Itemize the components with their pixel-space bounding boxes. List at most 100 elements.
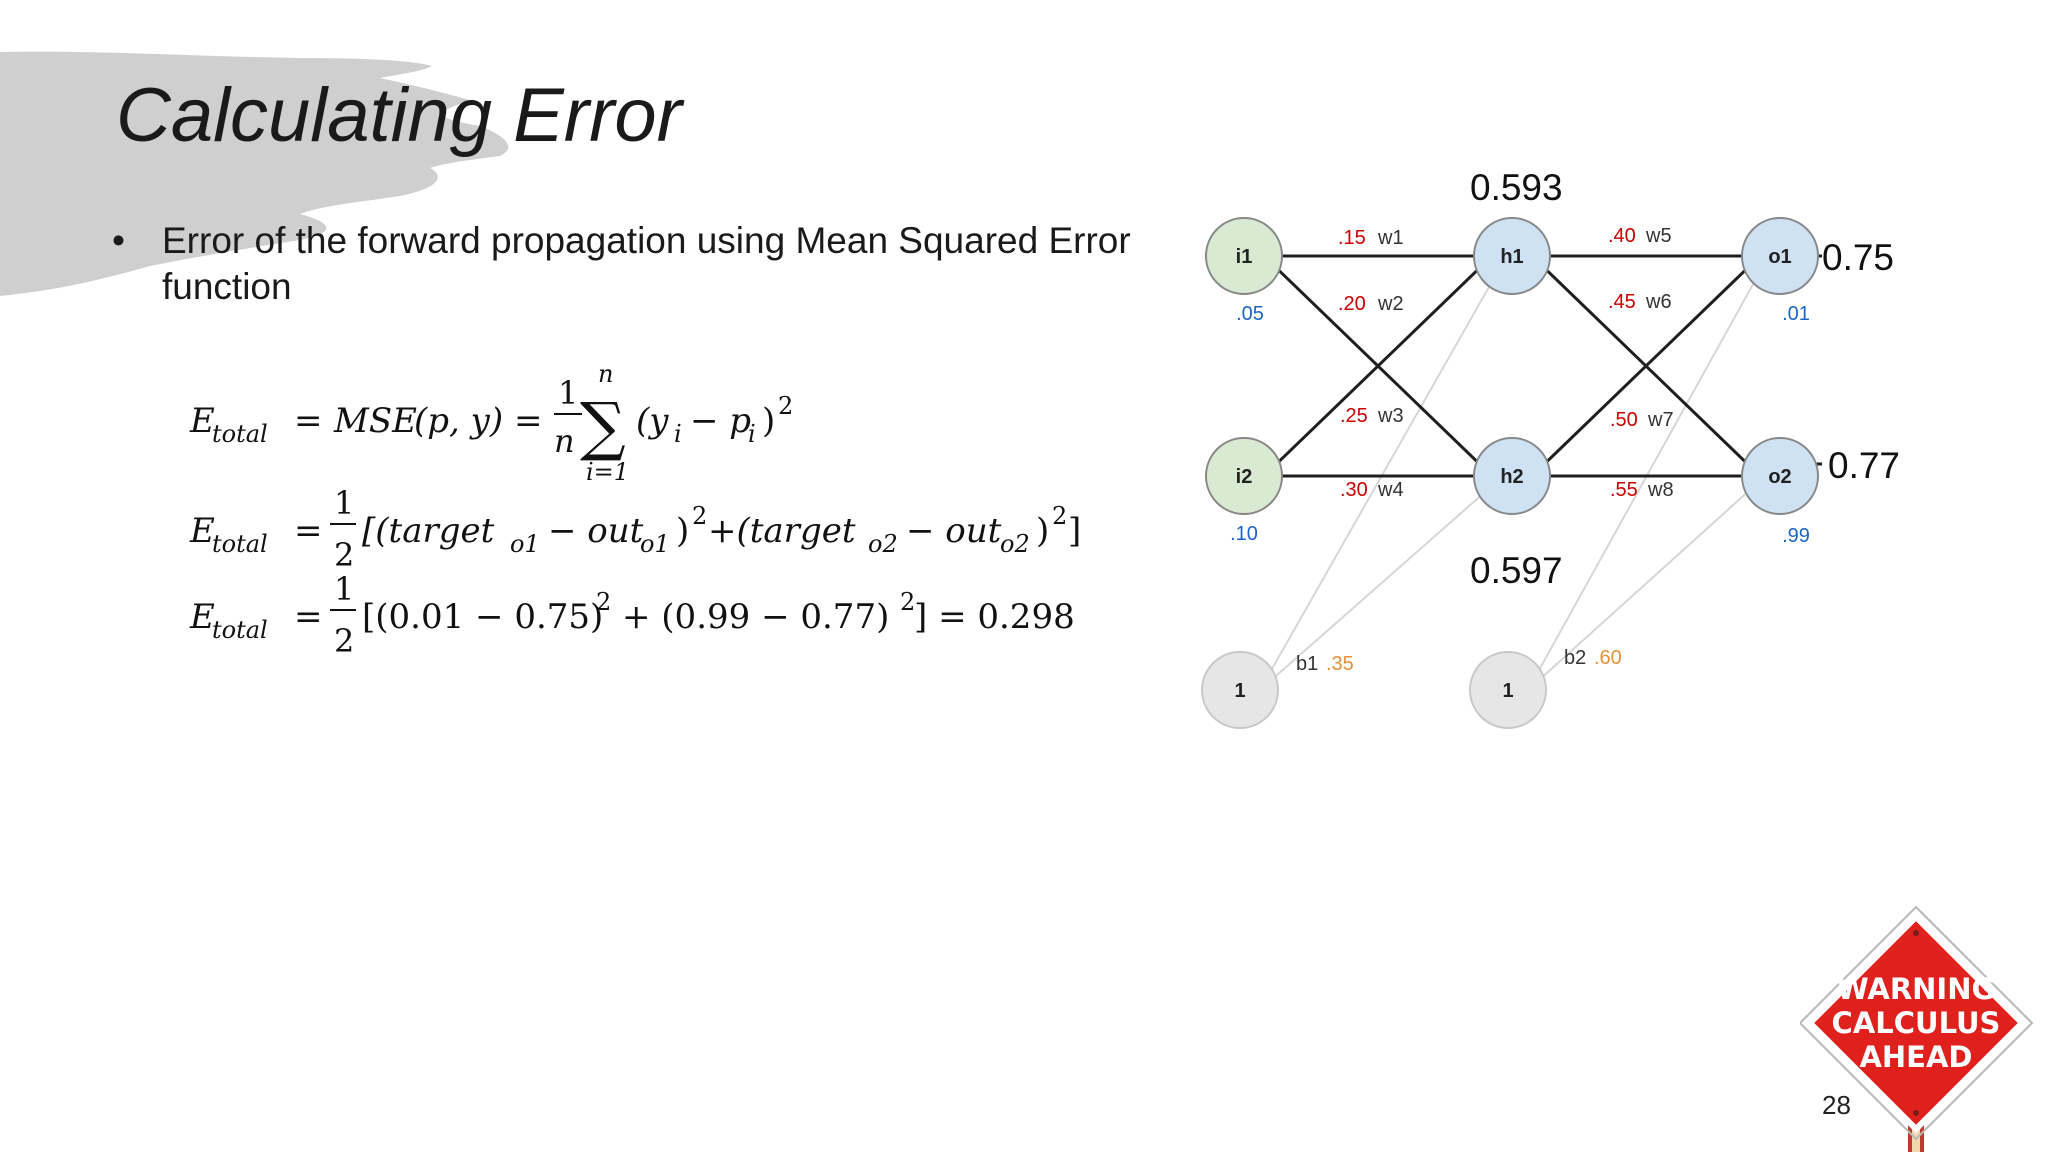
svg-text:w6: w6 (1645, 291, 1672, 313)
equation-mse-definition: E total = MSE (p, y) = 1 n n ∑ i=1 (y i … (189, 360, 793, 486)
target-value-o2: .99 (1782, 525, 1810, 547)
eq2-open: [(target (362, 511, 495, 551)
node-i1 (1205, 217, 1283, 295)
svg-text:b2: b2 (1564, 647, 1586, 669)
eq2-close2: ) (1036, 511, 1049, 551)
eq2-pow1: 2 (692, 502, 707, 530)
eq1-sum-lower: i=1 (586, 458, 629, 486)
sign-line-2: CALCULUS (1832, 1006, 2001, 1040)
node-bias-1-label: 1 (1234, 680, 1245, 702)
eq3-frac-num: 1 (334, 570, 354, 608)
eq2-sub3: o2 (868, 530, 898, 558)
input-value-i1: .05 (1236, 303, 1264, 325)
eq3-part1: [(0.01 − 0.75) (362, 597, 603, 637)
node-o2 (1741, 437, 1819, 515)
weight-connections (1262, 254, 1822, 478)
svg-text:w3: w3 (1377, 405, 1404, 427)
bullet-text: Error of the forward propagation using M… (162, 220, 1131, 307)
node-i2-label: i2 (1236, 466, 1253, 488)
hidden-output-h1: 0.593 (1470, 167, 1563, 208)
eq1-mse: MSE (333, 401, 417, 441)
bias-label-b2: b2.60 (1564, 647, 1622, 669)
eq1-sum-upper: n (598, 360, 613, 388)
svg-text:.45: .45 (1608, 291, 1636, 313)
node-bias-2-label: 1 (1502, 680, 1513, 702)
node-bias-2 (1469, 651, 1547, 729)
eq1-term-sub2: i (748, 420, 756, 448)
node-bias-1 (1201, 651, 1279, 729)
eq1-power: 2 (778, 392, 793, 420)
eq3-part2: + (0.99 − 0.77) (622, 597, 889, 637)
slide-title: Calculating Error (116, 73, 682, 158)
output-value-o2: 0.77 (1828, 445, 1900, 486)
eq1-equals: = (294, 401, 323, 441)
svg-text:w1: w1 (1377, 227, 1404, 249)
node-h2-label: h2 (1500, 466, 1523, 488)
node-h2 (1473, 437, 1551, 515)
eq2-minus2: − out (906, 511, 1002, 551)
equation-numeric-result: E total = 1 2 [(0.01 − 0.75) 2 + (0.99 −… (189, 570, 1075, 660)
sign-line-1: WARNING (1837, 972, 1996, 1006)
output-value-o1: 0.75 (1822, 237, 1894, 278)
neural-network-diagram: i1 i2 h1 h2 o1 o2 1 1 .05 .10 .01 .99 .1… (1201, 167, 1900, 729)
eq1-lhs: E (189, 401, 215, 441)
node-h1 (1473, 217, 1551, 295)
bullet-marker: • (112, 220, 125, 261)
eq3-equals: = (294, 597, 323, 637)
hidden-output-h2: 0.597 (1470, 550, 1563, 591)
eq1-args: (p, y) (414, 401, 503, 441)
node-o1-label: o1 (1768, 246, 1791, 268)
eq2-plus-target: +(target (708, 511, 856, 551)
eq2-sub4: o2 (1000, 530, 1030, 558)
svg-text:.25: .25 (1340, 405, 1368, 427)
eq3-lhs-sub: total (212, 616, 268, 644)
brush-stroke-decoration (0, 51, 509, 296)
svg-text:.20: .20 (1338, 293, 1366, 315)
svg-text:w2: w2 (1377, 293, 1404, 315)
eq3-frac-den: 2 (334, 622, 354, 660)
eq2-frac-num: 1 (334, 484, 354, 522)
eq2-frac-den: 2 (334, 536, 354, 574)
svg-text:.35: .35 (1326, 653, 1354, 675)
eq3-pow2: 2 (900, 588, 915, 616)
eq1-term-sub: i (674, 420, 682, 448)
weight-label-w6: .45 w6 (1608, 291, 1672, 313)
eq2-pow2: 2 (1052, 502, 1067, 530)
svg-text:.40: .40 (1608, 225, 1636, 247)
svg-text:.55: .55 (1610, 479, 1638, 501)
eq3-end: ] = 0.298 (914, 597, 1075, 637)
weight-label-w5: .40 w5 (1608, 225, 1672, 247)
node-h1-label: h1 (1500, 246, 1523, 268)
node-o2-label: o2 (1768, 466, 1791, 488)
svg-text:.15: .15 (1338, 227, 1366, 249)
eq1-equals2: = (514, 401, 543, 441)
svg-text:w4: w4 (1377, 479, 1404, 501)
node-i2 (1205, 437, 1283, 515)
equations: E total = MSE (p, y) = 1 n n ∑ i=1 (y i … (189, 360, 1081, 660)
weight-label-w8: .55 w8 (1610, 479, 1674, 501)
eq1-term-minus: − p (690, 401, 751, 441)
eq2-lhs: E (189, 511, 215, 551)
weight-label-w2: .20 w2 (1338, 293, 1404, 315)
eq2-equals: = (294, 511, 323, 551)
eq2-sub1: o1 (510, 530, 540, 558)
target-value-o1: .01 (1782, 303, 1810, 325)
eq2-close1: ) (676, 511, 689, 551)
eq1-term-close: ) (762, 401, 775, 441)
warning-sign-image: WARNING CALCULUS AHEAD (1800, 905, 2034, 1152)
eq3-pow1: 2 (596, 588, 611, 616)
eq1-sigma: ∑ (580, 390, 626, 464)
equation-error-terms: E total = 1 2 [(target o1 − out o1 ) 2 +… (189, 484, 1081, 574)
page-number: 28 (1822, 1090, 1851, 1120)
eq2-lhs-sub: total (212, 530, 268, 558)
node-o1 (1741, 217, 1819, 295)
svg-text:w5: w5 (1645, 225, 1672, 247)
svg-text:b1: b1 (1296, 653, 1318, 675)
svg-text:.50: .50 (1610, 409, 1638, 431)
svg-text:w8: w8 (1647, 479, 1674, 501)
sign-line-3: AHEAD (1859, 1040, 1972, 1074)
eq1-lhs-sub: total (212, 420, 268, 448)
eq1-frac-den: n (554, 422, 575, 460)
